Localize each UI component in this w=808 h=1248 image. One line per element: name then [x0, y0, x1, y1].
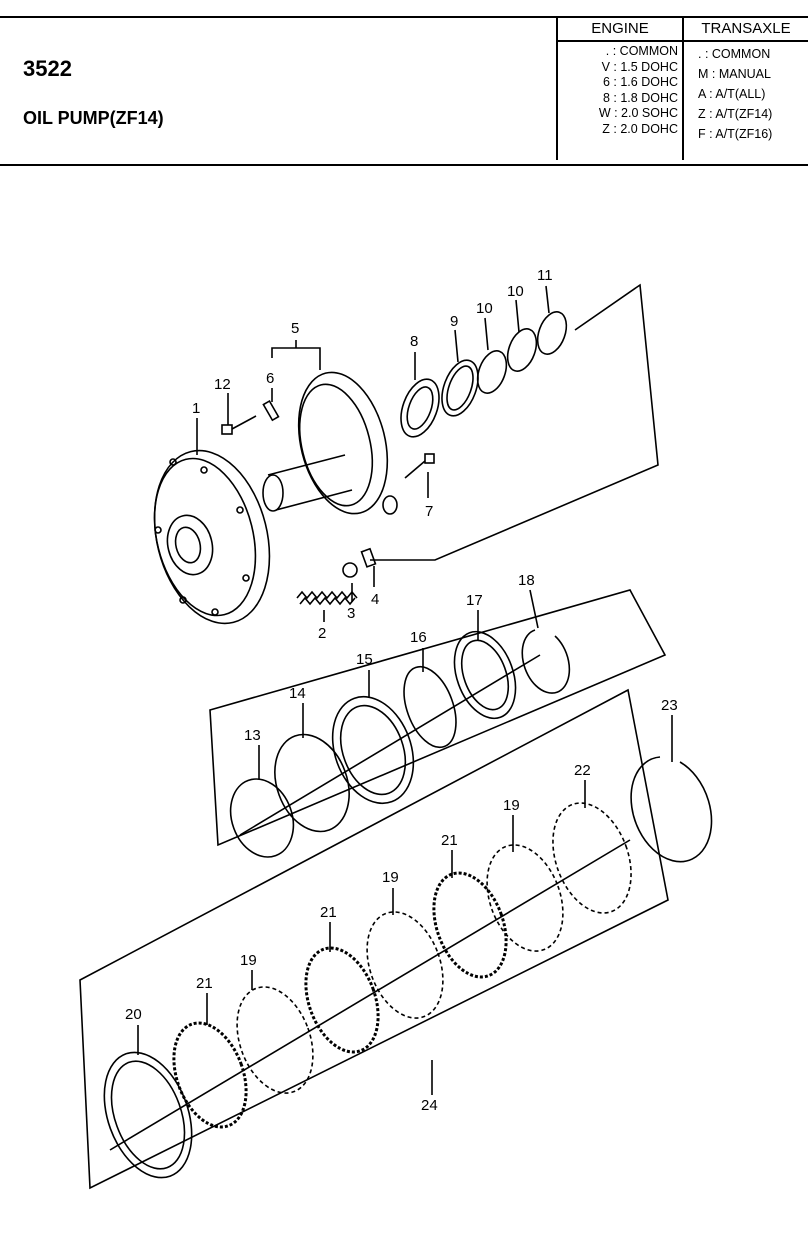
callout-19a: 19 — [503, 797, 520, 814]
seal-ring-part-10b — [506, 328, 538, 372]
callout-labels: 1 2 3 4 5 6 7 8 9 10 10 11 12 13 14 15 1… — [125, 267, 678, 1114]
callout-3: 3 — [347, 605, 355, 622]
callout-5: 5 — [291, 320, 299, 337]
snap-ring-part-18 — [521, 629, 571, 694]
transaxle-legend: TRANSAXLE . : COMMON M : MANUAL A : A/T(… — [684, 18, 808, 160]
callout-4: 4 — [371, 591, 379, 608]
callout-10a: 10 — [476, 300, 493, 317]
callout-10b: 10 — [507, 283, 524, 300]
seal-part-13 — [229, 778, 295, 858]
plate-part-20 — [103, 1051, 193, 1179]
seal-ring-part-9 — [441, 359, 479, 417]
transaxle-heading: TRANSAXLE — [684, 18, 808, 42]
part-group-number: 3522 — [23, 56, 72, 81]
steel-plate-part-19 — [236, 986, 314, 1094]
engine-code-item: 8 : 1.8 DOHC — [602, 90, 678, 105]
seal-ring-part-11 — [536, 311, 568, 355]
engine-code-item: 6 : 1.6 DOHC — [602, 75, 678, 89]
snap-ring-part-23 — [630, 756, 713, 863]
engine-code-item: V : 1.5 DOHC — [601, 59, 678, 74]
callout-15: 15 — [356, 651, 373, 668]
pump-housing — [153, 449, 271, 625]
stator-shaft — [262, 371, 398, 515]
engine-code-item: W : 2.0 SOHC — [598, 106, 678, 120]
engine-heading: ENGINE — [558, 18, 682, 42]
callout-6: 6 — [266, 370, 274, 387]
callout-9: 9 — [450, 313, 458, 330]
callout-24: 24 — [421, 1097, 438, 1114]
engine-code-item: . : COMMON — [605, 44, 678, 58]
axis-line — [239, 654, 541, 836]
callout-16: 16 — [410, 629, 427, 646]
callout-8: 8 — [410, 333, 418, 350]
callout-19b: 19 — [382, 869, 399, 886]
callout-20: 20 — [125, 1006, 142, 1023]
callout-7: 7 — [425, 503, 433, 520]
callout-12: 12 — [214, 376, 231, 393]
seal-part-16 — [403, 665, 457, 749]
callout-17: 17 — [466, 592, 483, 609]
code-legend: ENGINE . : COMMON V : 1.5 DOHC 6 : 1.6 D… — [556, 18, 808, 160]
ball-part-3 — [342, 562, 358, 578]
engine-code-item: Z : 2.0 DOHC — [602, 121, 678, 136]
header-band: 3522 OIL PUMP(ZF14) ENGINE . : COMMON V … — [0, 16, 808, 166]
clutch-pack-outline — [79, 688, 669, 1190]
page-title: OIL PUMP(ZF14) — [23, 108, 164, 128]
callout-21a: 21 — [441, 832, 458, 849]
axis-line — [109, 839, 631, 1151]
callout-19c: 19 — [240, 952, 257, 969]
seal-ring-part-10a — [476, 350, 508, 394]
engine-code-list: . : COMMON V : 1.5 DOHC 6 : 1.6 DOHC 8 :… — [558, 44, 682, 137]
steel-plate-part-19 — [486, 844, 564, 952]
callout-13: 13 — [244, 727, 261, 744]
engine-legend: ENGINE . : COMMON V : 1.5 DOHC 6 : 1.6 D… — [558, 18, 684, 160]
callout-11: 11 — [537, 267, 553, 284]
callout-23: 23 — [661, 697, 678, 714]
friction-disc-part-21 — [432, 871, 508, 979]
transaxle-code-list: . : COMMON M : MANUAL A : A/T(ALL) Z : A… — [684, 44, 808, 144]
callout-14: 14 — [289, 685, 306, 702]
callout-2: 2 — [318, 625, 326, 642]
retainer-part-17 — [453, 630, 517, 720]
transaxle-code-item: M : MANUAL — [698, 67, 771, 81]
transaxle-code-item: A : A/T(ALL) — [698, 87, 766, 101]
friction-disc-part-21 — [172, 1021, 248, 1129]
bolt-part-7 — [404, 453, 435, 479]
plate-part-22 — [552, 802, 632, 914]
spring-part-2 — [296, 590, 358, 606]
transaxle-code-item: F : A/T(ZF16) — [698, 127, 773, 141]
transaxle-code-item: Z : A/T(ZF14) — [698, 107, 773, 121]
plug-part-4 — [360, 547, 377, 568]
seal-ring-part-8 — [400, 378, 440, 438]
seal-group-outline — [209, 589, 667, 847]
friction-disc-part-21 — [304, 946, 380, 1054]
callout-22: 22 — [574, 762, 591, 779]
transaxle-code-item: . : COMMON — [698, 47, 771, 61]
callout-21b: 21 — [320, 904, 337, 921]
bolt-part-12 — [221, 415, 257, 435]
callout-1: 1 — [192, 400, 200, 417]
seal-part-14 — [274, 733, 350, 833]
steel-plate-part-19 — [366, 911, 444, 1019]
callout-18: 18 — [518, 572, 535, 589]
pin-part-6 — [262, 399, 280, 422]
pump-group-outline — [370, 283, 659, 561]
piston-part-15 — [331, 695, 415, 805]
callout-21c: 21 — [196, 975, 213, 992]
